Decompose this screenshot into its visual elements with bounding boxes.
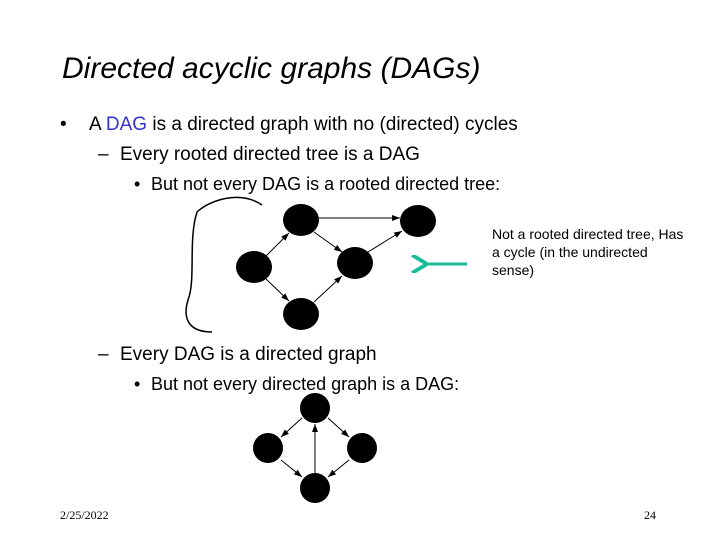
dag-term: DAG — [105, 114, 148, 135]
node — [253, 433, 283, 463]
hand-drawn-bracket — [185, 196, 263, 333]
node — [300, 473, 330, 503]
node — [283, 204, 319, 236]
node — [400, 205, 436, 237]
annotation-note: Not a rooted directed tree, Has a cycle … — [492, 226, 684, 278]
footer-date: 2/25/2022 — [60, 508, 109, 522]
graph2-edges — [280, 417, 350, 478]
bullet-1-text-rest: is a directed graph with no (directed) c… — [147, 114, 518, 135]
page-number: 24 — [644, 508, 656, 522]
node — [347, 433, 377, 463]
bullet-dot: • — [60, 114, 67, 135]
bullet-2-text: Every rooted directed tree is a DAG — [120, 144, 420, 165]
bullet-4-text: Every DAG is a directed graph — [120, 344, 377, 365]
node — [300, 393, 330, 423]
node — [283, 298, 319, 330]
graph1-nodes — [236, 204, 436, 330]
graph1-edges — [265, 215, 403, 303]
graph2-nodes — [253, 393, 377, 503]
node — [337, 247, 373, 279]
bullet-1-text: A — [89, 114, 106, 135]
slide-title: Directed acyclic graphs (DAGs) — [62, 52, 481, 85]
bullet-5-text: But not every directed graph is a DAG: — [151, 374, 460, 394]
node — [236, 251, 272, 283]
bullet-3-text: But not every DAG is a rooted directed t… — [151, 174, 501, 194]
